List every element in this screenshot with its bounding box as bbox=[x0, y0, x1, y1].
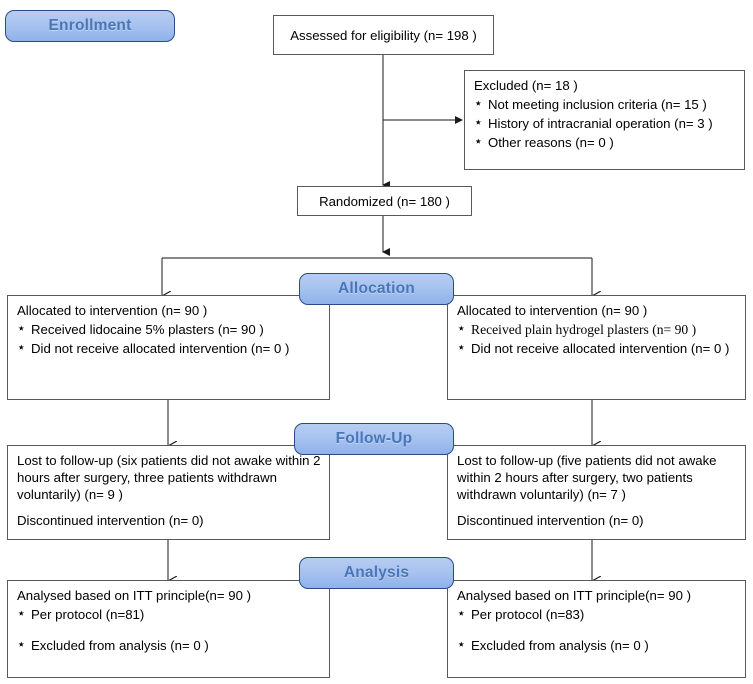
list-item: Not meeting inclusion criteria (n= 15 ) bbox=[474, 95, 736, 113]
list-item: Excluded from analysis (n= 0 ) bbox=[17, 636, 321, 654]
analysis-right-box: Analysed based on ITT principle(n= 90 ) … bbox=[447, 580, 746, 678]
randomized-text: Randomized (n= 180 ) bbox=[319, 193, 450, 209]
stage-followup-text: Follow-Up bbox=[335, 430, 413, 447]
analysis-left-title: Analysed based on ITT principle(n= 90 ) bbox=[17, 588, 251, 603]
analysis-left-box: Analysed based on ITT principle(n= 90 ) … bbox=[7, 580, 330, 678]
list-item: Per protocol (n=81) bbox=[17, 605, 321, 623]
spacer bbox=[17, 503, 321, 512]
allocation-right-list: Received plain hydrogel plasters (n= 90 … bbox=[457, 320, 737, 357]
list-item: Did not receive allocated intervention (… bbox=[457, 339, 737, 357]
stage-label-enrollment: Enrollment bbox=[5, 10, 175, 42]
allocation-right-box: Allocated to intervention (n= 90 ) Recei… bbox=[447, 295, 746, 400]
allocation-right-title: Allocated to intervention (n= 90 ) bbox=[457, 303, 648, 318]
analysis-right-list: Per protocol (n=83) Excluded from analys… bbox=[457, 605, 737, 654]
followup-right-box: Lost to follow-up (five patients did not… bbox=[447, 445, 746, 540]
allocation-left-title: Allocated to intervention (n= 90 ) bbox=[17, 303, 208, 318]
list-item: Excluded from analysis (n= 0 ) bbox=[457, 636, 737, 654]
spacer bbox=[457, 503, 737, 512]
list-item: Per protocol (n=83) bbox=[457, 605, 737, 623]
excluded-box: Excluded (n= 18 ) Not meeting inclusion … bbox=[464, 70, 745, 170]
excluded-reason-list: Not meeting inclusion criteria (n= 15 ) … bbox=[474, 95, 736, 151]
followup-right-discontinued: Discontinued intervention (n= 0) bbox=[457, 513, 644, 528]
stage-enrollment-text: Enrollment bbox=[48, 17, 132, 34]
assessed-for-eligibility-box: Assessed for eligibility (n= 198 ) bbox=[273, 15, 494, 55]
followup-left-discontinued: Discontinued intervention (n= 0) bbox=[17, 513, 204, 528]
stage-analysis-text: Analysis bbox=[343, 564, 410, 581]
assessed-text: Assessed for eligibility (n= 198 ) bbox=[290, 27, 477, 43]
list-item: Received plain hydrogel plasters (n= 90 … bbox=[457, 320, 737, 338]
allocation-left-box: Allocated to intervention (n= 90 ) Recei… bbox=[7, 295, 330, 400]
randomized-box: Randomized (n= 180 ) bbox=[297, 186, 472, 216]
stage-label-analysis: Analysis bbox=[299, 557, 454, 589]
stage-label-followup: Follow-Up bbox=[294, 423, 454, 455]
followup-left-lost: Lost to follow-up (six patients did not … bbox=[17, 453, 321, 502]
stage-allocation-text: Allocation bbox=[338, 280, 415, 297]
list-item: Received lidocaine 5% plasters (n= 90 ) bbox=[17, 320, 321, 338]
allocation-left-list: Received lidocaine 5% plasters (n= 90 ) … bbox=[17, 320, 321, 357]
followup-left-box: Lost to follow-up (six patients did not … bbox=[7, 445, 330, 540]
analysis-left-list: Per protocol (n=81) Excluded from analys… bbox=[17, 605, 321, 654]
analysis-right-title: Analysed based on ITT principle(n= 90 ) bbox=[457, 588, 691, 603]
excluded-title: Excluded (n= 18 ) bbox=[474, 78, 578, 93]
list-item: History of intracranial operation (n= 3 … bbox=[474, 114, 736, 132]
followup-right-lost: Lost to follow-up (five patients did not… bbox=[457, 453, 717, 502]
list-item: Did not receive allocated intervention (… bbox=[17, 339, 321, 357]
list-item: Other reasons (n= 0 ) bbox=[474, 133, 736, 151]
stage-label-allocation: Allocation bbox=[299, 273, 454, 305]
